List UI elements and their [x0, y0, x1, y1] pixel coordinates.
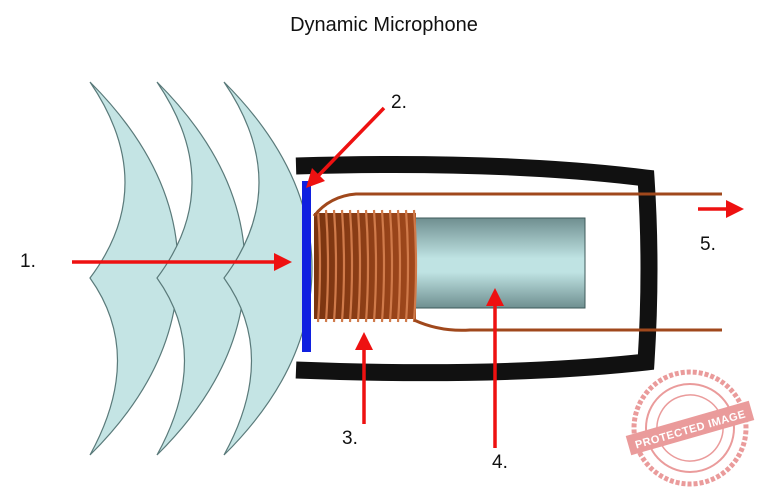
arrows [72, 106, 744, 448]
label-2: 2. [391, 92, 407, 113]
diaphragm [302, 181, 311, 352]
arrow-4 [486, 288, 504, 448]
label-1: 1. [20, 251, 36, 272]
label-4: 4. [492, 452, 508, 473]
sound-wave [89, 81, 179, 456]
permanent-magnet [404, 217, 586, 309]
lead-wire-top [312, 192, 722, 217]
voice-coil [316, 209, 418, 323]
arrow-1 [72, 253, 292, 271]
label-3: 3. [342, 428, 358, 449]
arrow-2 [306, 106, 386, 188]
sound-waves [89, 81, 313, 456]
arrow-5 [698, 200, 744, 218]
sound-wave [156, 81, 246, 456]
lead-wire-bottom [413, 318, 722, 332]
protected-image-stamp: PROTECTED IMAGE [625, 369, 755, 487]
microphone-housing [295, 156, 658, 382]
sound-wave [223, 81, 313, 456]
arrow-3 [355, 332, 373, 424]
label-5: 5. [700, 234, 716, 255]
diagram-title: Dynamic Microphone [290, 14, 478, 36]
